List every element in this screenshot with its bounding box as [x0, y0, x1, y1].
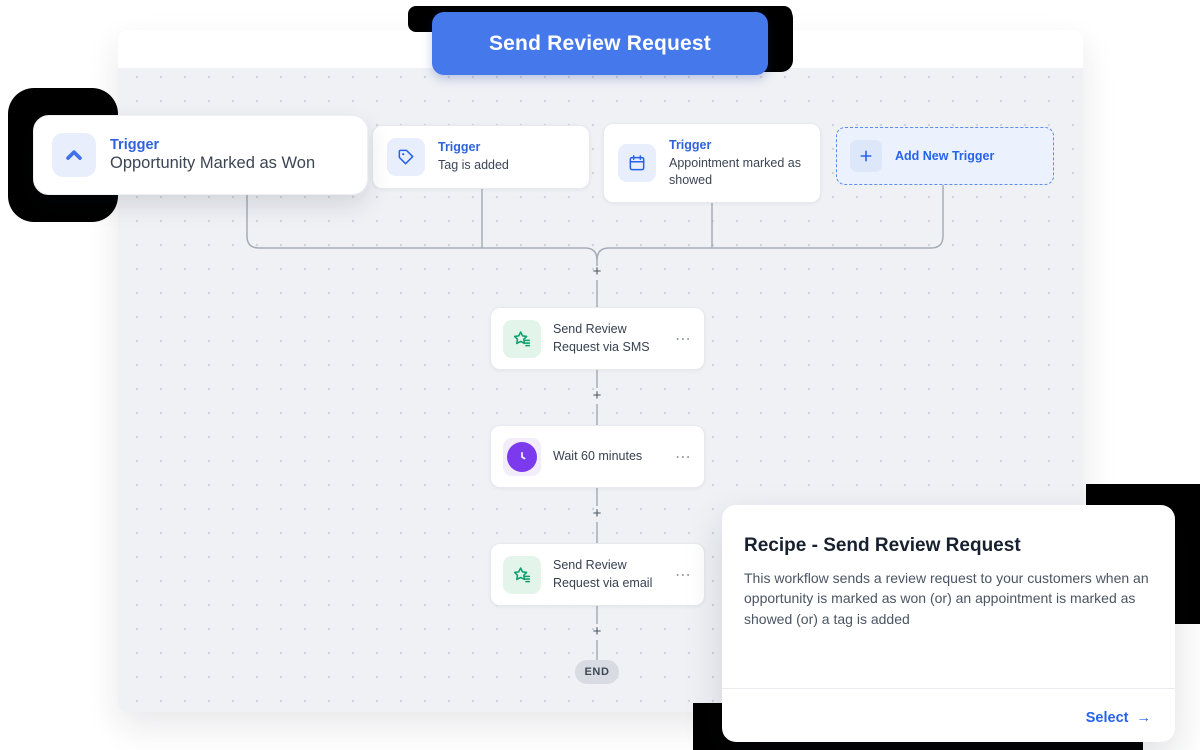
trigger-card-tag-added[interactable]: Trigger Tag is added — [372, 125, 590, 189]
chevron-up-icon — [52, 133, 96, 177]
plus-icon — [850, 140, 882, 172]
trigger-name: Appointment marked as showed — [669, 155, 802, 187]
trigger-type-label: Trigger — [438, 140, 481, 155]
action-menu-ellipsis-icon[interactable]: ⋯ — [675, 330, 692, 348]
trigger-type-label: Trigger — [110, 137, 160, 153]
workflow-end-node: END — [575, 660, 619, 684]
add-step-plus-icon[interactable]: + — [592, 263, 602, 280]
trigger-name: Tag is added — [438, 158, 509, 173]
recipe-card: Recipe - Send Review Request This workfl… — [722, 505, 1175, 742]
recipe-divider — [722, 688, 1175, 689]
select-label: Select — [1085, 710, 1129, 726]
trigger-name: Opportunity Marked as Won — [110, 154, 316, 172]
arrow-right-icon: → — [1136, 710, 1152, 726]
trigger-type-label: Trigger — [669, 137, 712, 152]
trigger-card-appointment-showed[interactable]: Trigger Appointment marked as showed — [603, 123, 821, 203]
action-title: Send Review Request via email — [553, 558, 653, 590]
add-step-plus-icon[interactable]: + — [592, 387, 602, 404]
recipe-description: This workflow sends a review request to … — [744, 570, 1149, 627]
recipe-title: Recipe - Send Review Request — [744, 535, 1021, 556]
review-star-icon — [503, 555, 541, 594]
tag-icon — [387, 138, 425, 176]
action-title: Wait 60 minutes — [553, 448, 643, 463]
trigger-card-opportunity-won[interactable]: Trigger Opportunity Marked as Won — [33, 115, 368, 195]
clock-icon — [503, 437, 541, 476]
action-title: Send Review Request via SMS — [553, 322, 650, 354]
action-card-send-email[interactable]: Send Review Request via email ⋯ — [490, 543, 705, 606]
add-step-plus-icon[interactable]: + — [592, 623, 602, 640]
select-recipe-button[interactable]: Select → — [1086, 710, 1151, 726]
send-review-request-banner-button[interactable]: Send Review Request — [432, 12, 768, 75]
connector-lines — [246, 185, 944, 660]
action-card-wait[interactable]: Wait 60 minutes ⋯ — [490, 425, 705, 488]
action-menu-ellipsis-icon[interactable]: ⋯ — [675, 566, 692, 584]
add-step-plus-icon[interactable]: + — [592, 505, 602, 522]
add-new-trigger-button[interactable]: Add New Trigger — [836, 127, 1054, 185]
add-new-trigger-label: Add New Trigger — [895, 149, 995, 163]
action-card-send-sms[interactable]: Send Review Request via SMS ⋯ — [490, 307, 705, 370]
action-menu-ellipsis-icon[interactable]: ⋯ — [675, 448, 692, 466]
calendar-icon — [618, 144, 656, 182]
review-star-icon — [503, 319, 541, 358]
